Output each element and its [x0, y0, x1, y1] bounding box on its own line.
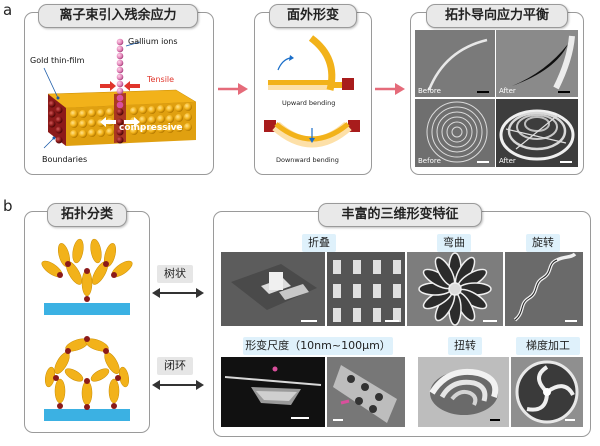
scale-bar [477, 91, 489, 93]
sem-before-arc: Before [415, 30, 495, 97]
out-of-plane-title: 面外形变 [269, 4, 357, 28]
sem-after-lantern: After [496, 99, 578, 167]
sem-folding-1 [221, 252, 325, 326]
scale-bar [385, 320, 399, 322]
topology-title: 拓扑分类 [47, 203, 127, 227]
sem-before-spiral: Before [415, 99, 495, 167]
compressive-label: compressive [119, 123, 183, 133]
closed-loop-illustration [44, 336, 130, 421]
double-arrow-icon [152, 380, 204, 390]
scale-bar [477, 161, 489, 163]
scale-bar [291, 417, 309, 419]
tree-tag: 树状 [157, 265, 193, 283]
after-label: After [499, 87, 516, 95]
tensile-label: Tensile [147, 75, 175, 84]
sem-twist-rings [418, 357, 509, 427]
bend-tag: 弯曲 [437, 234, 471, 252]
sem-scale-small [221, 357, 325, 427]
sem-rotation-helix [505, 252, 583, 326]
scale-bar [490, 419, 500, 421]
rotate-tag: 旋转 [526, 234, 560, 252]
scale-bar [333, 419, 343, 421]
sem-after-curl: After [496, 30, 578, 97]
sem-scale-large [327, 357, 405, 427]
boundaries-label: Boundaries [42, 155, 88, 164]
loop-tag: 闭环 [157, 357, 193, 375]
panel-a-letter: a [3, 1, 13, 19]
scale-bar [483, 320, 497, 322]
stress-balance-title: 拓扑导向应力平衡 [426, 4, 568, 28]
double-arrow-icon [152, 288, 204, 298]
upward-bending-label: Upward bending [282, 99, 336, 107]
scale-tag: 形变尺度（10nm~100μm） [243, 337, 393, 355]
ion-beam-title: 离子束引入残余应力 [38, 4, 198, 28]
scale-bar [565, 320, 577, 322]
sem-bending-flower [407, 252, 503, 326]
gradient-tag: 梯度加工 [516, 337, 580, 355]
arrow-a2-icon [375, 83, 405, 95]
arrow-a1-icon [218, 83, 248, 95]
bending-illustration [264, 35, 360, 148]
twist-tag: 扭转 [448, 337, 482, 355]
before-label: Before [418, 87, 441, 95]
before-label: Before [418, 157, 441, 165]
fold-tag: 折叠 [302, 234, 336, 252]
sem-folding-2 [327, 252, 405, 326]
tree-structure-illustration [41, 238, 133, 315]
downward-bending-label: Downward bending [276, 156, 339, 164]
ion-beam-illustration [43, 38, 197, 149]
scale-bar [565, 419, 575, 421]
scale-bar [301, 320, 317, 322]
gallium-ions-label: Gallium ions [128, 37, 178, 46]
scale-bar [558, 91, 570, 93]
features-title: 丰富的三维形变特征 [318, 203, 482, 227]
sem-gradient-swirl [511, 357, 583, 427]
scale-bar [560, 161, 572, 163]
after-label: After [499, 157, 516, 165]
panel-b-letter: b [3, 197, 13, 215]
gold-thin-film-label: Gold thin-film [30, 56, 85, 65]
